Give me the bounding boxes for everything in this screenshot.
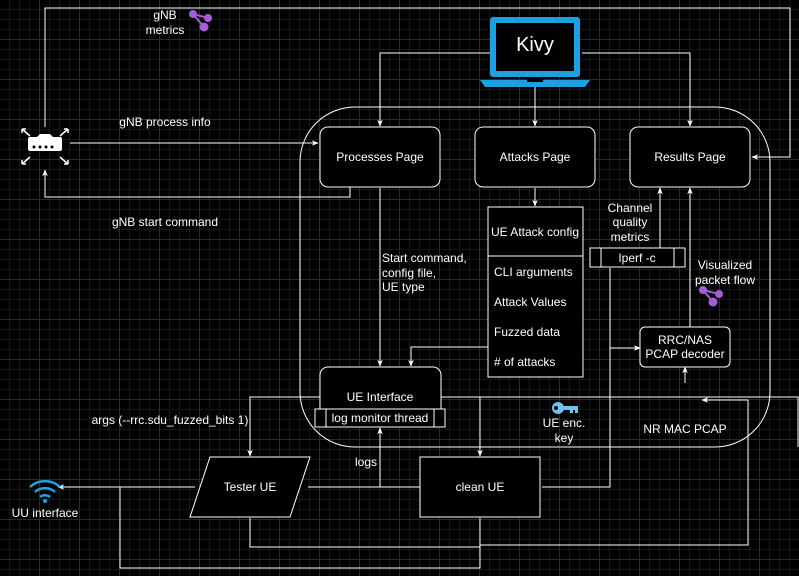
channel-quality-label-line3: metrics	[611, 230, 650, 244]
ue-enc-key-label-line1: UE enc.	[543, 416, 586, 430]
ue-enc-key-wire	[542, 345, 641, 488]
start-command-label-line1: Start command,	[382, 251, 467, 265]
uu-interface-label: UU interface	[12, 506, 79, 520]
tester-ue-node: Tester UE	[189, 456, 311, 518]
decoder-label-line2: PCAP decoder	[645, 347, 724, 361]
args-label: args (--rrc.sdu_fuzzed_bits 1)	[92, 413, 249, 427]
config-item-fuzzed-data: Fuzzed data	[494, 325, 560, 339]
gnb-metrics-label-line1: gNB	[153, 8, 176, 22]
ue-interface-to-pcap-wire	[441, 396, 799, 447]
attacks-page-label: Attacks Page	[500, 150, 571, 164]
gnb-metrics-label-line2: metrics	[146, 23, 185, 37]
config-item-cli: CLI arguments	[494, 265, 573, 279]
iperf-label: Iperf -c	[618, 251, 655, 265]
processes-page-label: Processes Page	[336, 150, 424, 164]
log-monitor-label: log monitor thread	[332, 411, 429, 425]
ue-interface-label: UE Interface	[347, 390, 414, 404]
visualized-packet-flow-label-line2: packet flow	[695, 273, 755, 287]
ue-attack-config-node: UE Attack config CLI arguments Attack Va…	[487, 206, 584, 378]
results-page-label: Results Page	[654, 150, 726, 164]
share-graph-icon	[189, 10, 212, 32]
kivy-label: Kivy	[516, 34, 554, 56]
start-command-label-line3: UE type	[382, 280, 425, 294]
clean-ue-label: clean UE	[456, 480, 505, 494]
visualized-packet-flow-label-line1: Visualized	[698, 258, 752, 272]
gnb-start-command-wire	[42, 169, 351, 198]
args-wire	[247, 396, 320, 457]
config-item-num-attacks: # of attacks	[494, 355, 555, 369]
channel-quality-label-line1: Channel	[608, 201, 653, 215]
laptop-icon: Kivy	[480, 17, 590, 87]
ue-enc-key-label-line2: key	[555, 431, 574, 445]
wifi-icon	[29, 479, 61, 503]
ue-interface-node: UE Interface log monitor thread	[314, 366, 446, 428]
config-item-attack-values: Attack Values	[494, 295, 566, 309]
tester-ue-label: Tester UE	[224, 480, 277, 494]
start-command-label-line2: config file,	[382, 266, 436, 280]
results-page-node: Results Page	[629, 126, 751, 188]
share-graph-icon	[699, 286, 723, 307]
kivy-to-results-wire	[582, 52, 693, 127]
kivy-to-processes-wire	[377, 52, 497, 127]
iperf-node: Iperf -c	[589, 247, 686, 268]
clean-ue-node: clean UE	[419, 456, 541, 518]
config-to-ue-interface-wire	[408, 346, 488, 367]
processes-page-node: Processes Page	[319, 126, 441, 188]
attacks-page-node: Attacks Page	[474, 126, 596, 188]
channel-quality-label-line2: quality	[613, 215, 648, 229]
gnb-start-command-label: gNB start command	[112, 215, 218, 229]
tester-bottom-wire	[249, 518, 480, 548]
clean-to-uu-wire	[119, 487, 481, 569]
logs-label: logs	[355, 455, 377, 469]
rrc-nas-decoder-node: RRC/NAS PCAP decoder	[639, 326, 731, 368]
gnb-metrics-wire	[44, 7, 791, 160]
gnb-process-info-label: gNB process info	[119, 115, 211, 129]
ue-attack-config-title: UE Attack config	[491, 225, 579, 239]
decoder-label-line1: RRC/NAS	[658, 333, 712, 347]
nr-mac-pcap-label: NR MAC PCAP	[643, 422, 726, 436]
router-icon	[21, 128, 69, 165]
key-icon	[552, 402, 578, 414]
